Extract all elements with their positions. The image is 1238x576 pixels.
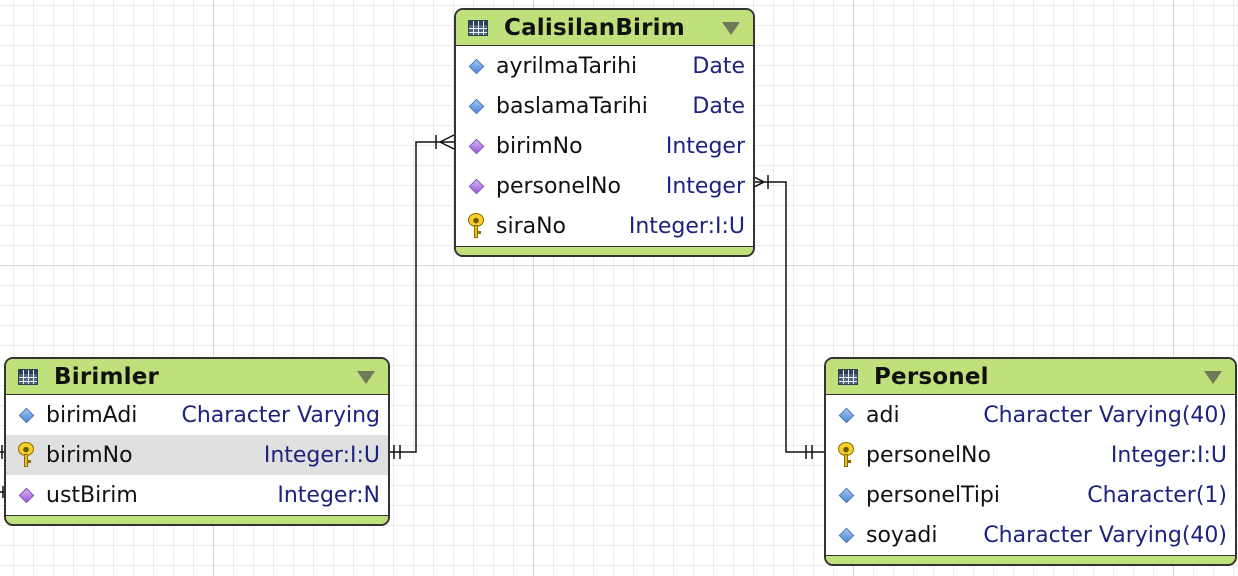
attribute-type: Integer:N <box>277 482 380 508</box>
attribute-type: Date <box>692 93 745 119</box>
attribute-type: Integer <box>665 173 745 199</box>
attribute-row[interactable]: birimAdi Character Varying <box>6 395 388 435</box>
foreign-key-icon <box>462 138 490 154</box>
attribute-type: Date <box>692 53 745 79</box>
entity-header[interactable]: Birimler <box>6 359 388 395</box>
attribute-name: adi <box>866 402 900 428</box>
attribute-name: personelNo <box>496 173 621 199</box>
table-icon <box>838 368 858 385</box>
attribute-type: Character Varying(40) <box>983 522 1227 548</box>
collapse-triangle-icon[interactable] <box>357 371 375 384</box>
attribute-row[interactable]: adi Character Varying(40) <box>826 395 1235 435</box>
entity-footer <box>826 555 1235 564</box>
attribute-row[interactable]: personelNo Integer <box>456 166 753 206</box>
attribute-type: Character(1) <box>1087 482 1227 508</box>
attribute-name: siraNo <box>496 213 567 239</box>
attribute-row-selected[interactable]: birimNo Integer:I:U <box>6 435 388 475</box>
entity-footer <box>456 246 753 255</box>
foreign-key-icon <box>12 487 40 503</box>
primary-key-icon <box>462 213 490 239</box>
primary-key-icon <box>12 442 40 468</box>
relationship-birimler-calisilanbirim[interactable] <box>386 134 455 459</box>
relationship-personel-calisilanbirim[interactable] <box>749 174 824 459</box>
attribute-type: Character Varying <box>181 402 380 428</box>
attribute-row[interactable]: ayrilmaTarihi Date <box>456 46 753 86</box>
attribute-row[interactable]: ustBirim Integer:N <box>6 475 388 515</box>
attribute-type: Integer <box>665 133 745 159</box>
attribute-icon <box>832 407 860 423</box>
attribute-type: Integer:I:U <box>263 442 380 468</box>
attribute-row[interactable]: birimNo Integer <box>456 126 753 166</box>
attribute-icon <box>462 58 490 74</box>
primary-key-icon <box>832 442 860 468</box>
attribute-row[interactable]: baslamaTarihi Date <box>456 86 753 126</box>
entity-title: CalisilanBirim <box>504 14 685 41</box>
attribute-icon <box>462 98 490 114</box>
table-icon <box>468 19 488 36</box>
attribute-name: ayrilmaTarihi <box>496 53 638 79</box>
attribute-row[interactable]: personelNo Integer:I:U <box>826 435 1235 475</box>
attribute-row[interactable]: soyadi Character Varying(40) <box>826 515 1235 555</box>
attribute-row[interactable]: personelTipi Character(1) <box>826 475 1235 515</box>
entity-personel[interactable]: Personel adi Character Varying(40) perso… <box>824 357 1237 566</box>
entity-footer <box>6 515 388 524</box>
table-icon <box>18 368 38 385</box>
attribute-name: personelNo <box>866 442 991 468</box>
entity-calisilanbirim[interactable]: CalisilanBirim ayrilmaTarihi Date baslam… <box>454 8 755 257</box>
attribute-name: birimNo <box>496 133 583 159</box>
attribute-name: birimNo <box>46 442 133 468</box>
attribute-icon <box>832 487 860 503</box>
attribute-icon <box>832 527 860 543</box>
attribute-type: Integer:I:U <box>628 213 745 239</box>
entity-title: Personel <box>874 363 989 390</box>
entity-title: Birimler <box>54 363 160 390</box>
attribute-name: soyadi <box>866 522 938 548</box>
entity-header[interactable]: CalisilanBirim <box>456 10 753 46</box>
attribute-name: baslamaTarihi <box>496 93 648 119</box>
attribute-name: birimAdi <box>46 402 138 428</box>
collapse-triangle-icon[interactable] <box>1204 371 1222 384</box>
attribute-name: personelTipi <box>866 482 1001 508</box>
entity-birimler[interactable]: Birimler birimAdi Character Varying biri… <box>4 357 390 526</box>
attribute-name: ustBirim <box>46 482 138 508</box>
attribute-row[interactable]: siraNo Integer:I:U <box>456 206 753 246</box>
collapse-triangle-icon[interactable] <box>722 22 740 35</box>
entity-header[interactable]: Personel <box>826 359 1235 395</box>
attribute-icon <box>12 407 40 423</box>
foreign-key-icon <box>462 178 490 194</box>
attribute-type: Character Varying(40) <box>983 402 1227 428</box>
attribute-type: Integer:I:U <box>1110 442 1227 468</box>
